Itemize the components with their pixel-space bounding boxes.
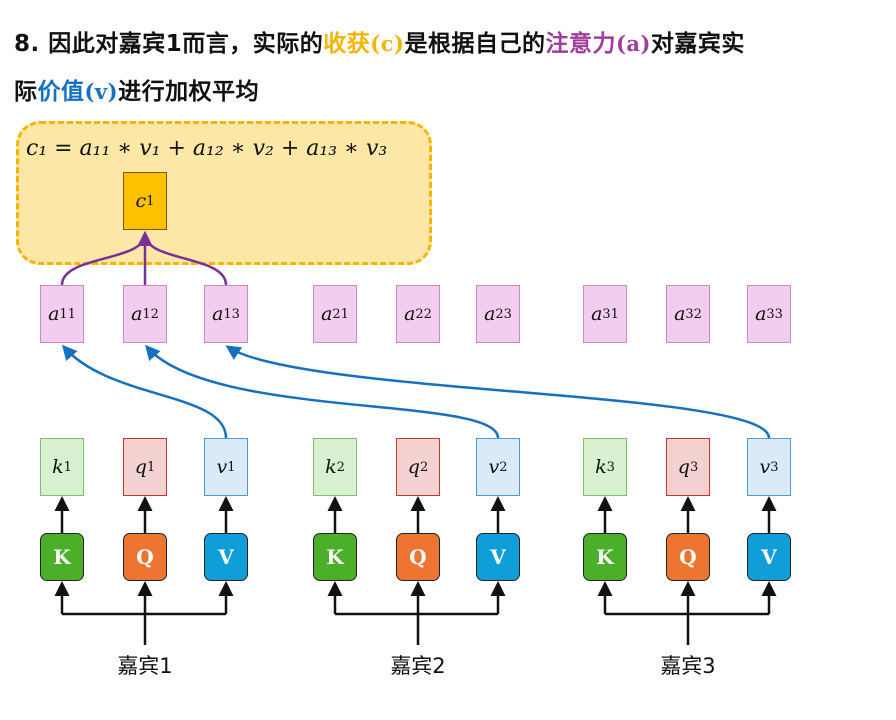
q-projection-block-2: Q	[396, 533, 440, 581]
box-symbol: q	[134, 456, 147, 478]
box-symbol: v	[216, 456, 228, 478]
box-symbol: q	[407, 456, 420, 478]
title-text: 对嘉宾实	[650, 31, 745, 57]
box-subscript: 21	[332, 306, 349, 322]
guest-label-1: 嘉宾1	[117, 654, 173, 678]
title-line-2: 际价值(v)进行加权平均	[14, 72, 259, 106]
box-symbol: q	[677, 456, 690, 478]
box-subscript: 1	[146, 459, 156, 475]
box-subscript: 1	[146, 193, 155, 209]
box-subscript: 11	[59, 306, 76, 322]
box-subscript: 2	[336, 459, 345, 475]
box-symbol: a	[212, 303, 224, 325]
box-symbol: a	[591, 303, 603, 325]
v-projection-block-2: V	[476, 533, 520, 581]
box-symbol: v	[759, 456, 771, 478]
box-symbol: a	[321, 303, 333, 325]
arrow-v2-to-a12	[145, 344, 500, 439]
harvest-symbol: (c)	[370, 31, 405, 56]
attention-label: 注意力	[545, 31, 616, 57]
box-subscript: 13	[223, 306, 240, 322]
k-projection-block-1: K	[40, 533, 84, 581]
title-text: 际	[14, 79, 38, 105]
arrow-v3-to-a13	[225, 345, 771, 439]
box-subscript: 32	[685, 306, 702, 322]
box-subscript: 2	[499, 459, 508, 475]
arrow-a11-to-c1	[60, 231, 153, 286]
q-projection-block-3: Q	[666, 533, 710, 581]
box-symbol: a	[404, 303, 416, 325]
box-symbol: k	[52, 456, 64, 478]
k-projection-block-3: K	[583, 533, 627, 581]
box-subscript: 1	[227, 459, 236, 475]
box-symbol: k	[325, 456, 337, 478]
value-symbol: (v)	[84, 79, 119, 104]
box-subscript: 12	[142, 306, 159, 322]
v-projection-block-3: V	[747, 533, 791, 581]
title-text: 进行加权平均	[118, 79, 260, 105]
box-symbol: a	[674, 303, 686, 325]
title-text: 8. 因此对嘉宾1而言，实际的	[14, 31, 324, 57]
box-subscript: 2	[419, 459, 429, 475]
box-symbol: a	[131, 303, 143, 325]
attention-symbol: (a)	[615, 31, 651, 56]
harvest-label: 收获	[323, 31, 371, 57]
box-subscript: 3	[606, 459, 615, 475]
arrow-a13-to-c1	[137, 231, 228, 286]
weighted-sum-formula: c₁ = a₁₁ ∗ v₁ + a₁₂ ∗ v₂ + a₁₃ ∗ v₃	[26, 136, 388, 161]
guest-label-3: 嘉宾3	[660, 654, 716, 678]
box-symbol: k	[595, 456, 607, 478]
value-label: 价值	[37, 79, 85, 105]
k-projection-block-2: K	[313, 533, 357, 581]
box-subscript: 31	[602, 306, 619, 322]
title-text: 是根据自己的	[404, 31, 546, 57]
box-subscript: 23	[495, 306, 512, 322]
arrow-v1-to-a11	[62, 344, 228, 439]
box-symbol: a	[484, 303, 496, 325]
box-subscript: 22	[415, 306, 432, 322]
box-subscript: 33	[766, 306, 783, 322]
q-projection-block-1: Q	[123, 533, 167, 581]
box-symbol: a	[755, 303, 767, 325]
box-symbol: c	[135, 190, 147, 212]
title-line-1: 8. 因此对嘉宾1而言，实际的收获(c)是根据自己的注意力(a)对嘉宾实	[14, 24, 745, 58]
formula-panel	[16, 121, 432, 265]
box-subscript: 3	[770, 459, 779, 475]
box-symbol: v	[488, 456, 500, 478]
guest-label-2: 嘉宾2	[390, 654, 446, 678]
box-subscript: 1	[63, 459, 72, 475]
box-symbol: a	[48, 303, 60, 325]
box-subscript: 3	[689, 459, 699, 475]
v-projection-block-1: V	[204, 533, 248, 581]
